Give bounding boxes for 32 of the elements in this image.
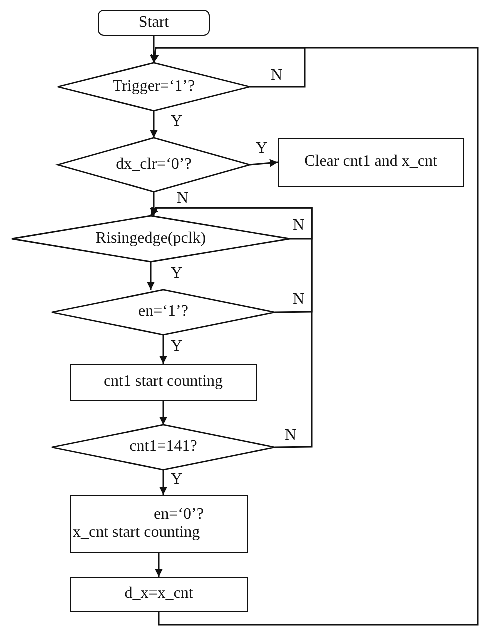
flow-arrow — [155, 553, 163, 577]
step-text: Start — [138, 14, 170, 32]
step-text: Clear cnt1 and x_cnt — [304, 153, 438, 172]
process-box — [278, 138, 464, 187]
process-box — [70, 495, 248, 553]
flow-arrow — [150, 192, 158, 216]
flow-arrow — [160, 335, 168, 364]
flow-arrow — [150, 207, 313, 448]
flow-arrow — [160, 401, 168, 425]
step-text: dx_clr=‘0’? — [116, 156, 192, 174]
decision-diamond — [58, 138, 250, 192]
step-text: cnt1 start counting — [104, 373, 224, 392]
step-text: Trigger=‘1’? — [112, 78, 196, 96]
decision-diamond — [52, 425, 275, 470]
step-text: d_x=x_cnt — [124, 585, 194, 604]
flow-arrow — [250, 159, 278, 168]
step-text: x_cnt start counting — [73, 524, 200, 542]
step-text: cnt1=141? — [130, 438, 198, 457]
condition-text: en=‘0’? — [153, 506, 204, 524]
decision-diamond — [52, 290, 275, 335]
step-text: Risingedge(pclk) — [96, 230, 206, 248]
start-terminator — [98, 10, 210, 36]
flow-arrow — [150, 36, 158, 63]
flow-arrow — [147, 262, 155, 290]
decision-diamond — [12, 216, 290, 262]
flow-arrow — [150, 111, 158, 138]
decision-diamond — [58, 63, 250, 111]
process-box — [70, 577, 248, 612]
step-text: en=‘1’? — [138, 303, 188, 322]
process-box — [70, 364, 257, 401]
flow-arrow — [160, 470, 168, 495]
flow-arrow — [151, 47, 479, 626]
